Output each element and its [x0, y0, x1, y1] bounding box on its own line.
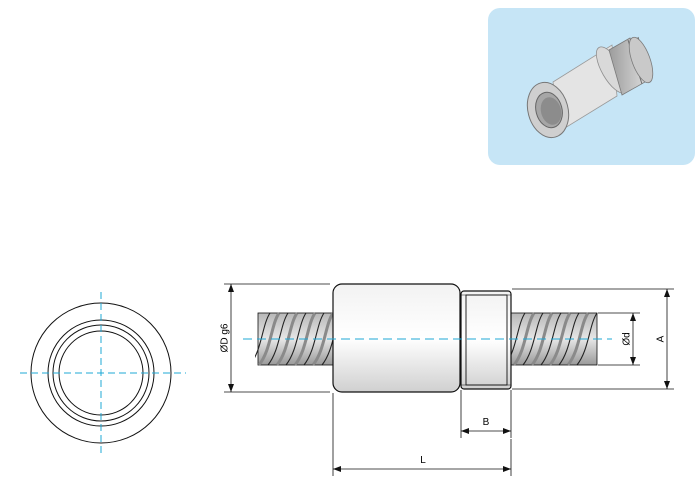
threaded-nut-3d-icon: [526, 36, 654, 139]
dimension-label-outer-diameter: ØD g6: [220, 323, 231, 352]
preview-panel: [488, 8, 695, 165]
side-view: [243, 283, 612, 393]
dimension-label-screw-diameter: Ød: [622, 332, 633, 345]
dimension-lines: [224, 283, 674, 476]
dimension-labels: ØD g6 Ød A B L: [220, 323, 667, 466]
dimension-label-overall-height: A: [656, 335, 667, 342]
end-view: [20, 292, 186, 455]
dimension-label-flange-length: B: [483, 417, 490, 428]
nut-body: [332, 283, 461, 393]
threaded-flange: [460, 290, 512, 390]
dimension-label-total-length: L: [420, 455, 426, 466]
